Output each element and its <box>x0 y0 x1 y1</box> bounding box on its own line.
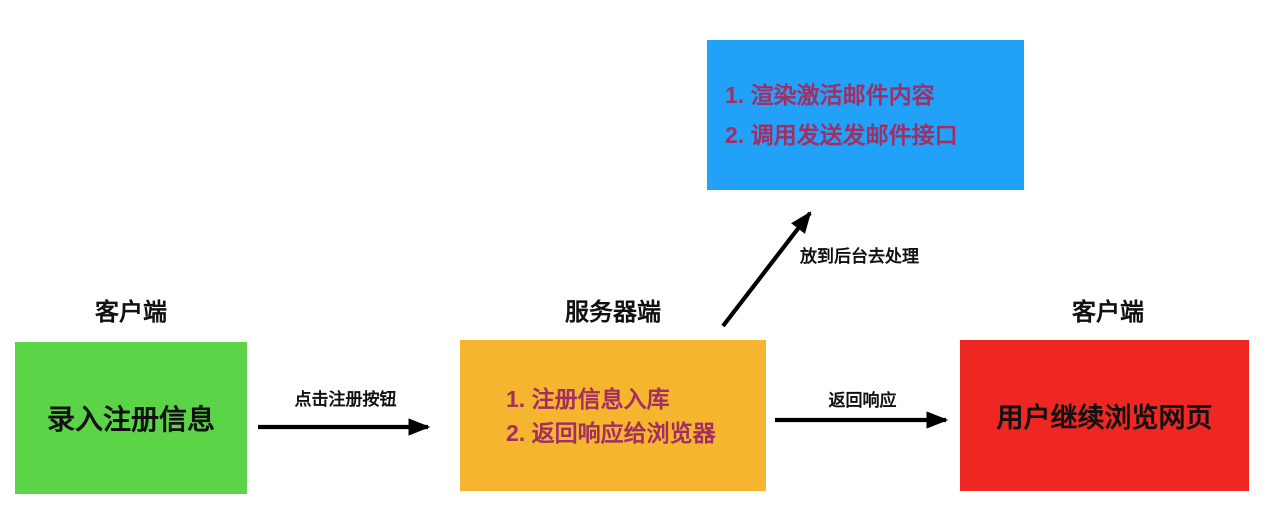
arrow-label-return-response: 返回响应 <box>828 391 897 410</box>
background-task-box: 1. 渲染激活邮件内容 2. 调用发送发邮件接口 <box>707 40 1024 190</box>
client-input-box: 录入注册信息 <box>15 342 247 494</box>
client-input-text: 录入注册信息 <box>46 404 215 435</box>
arrow-label-background-processing: 放到后台去处理 <box>800 247 919 266</box>
arrow-server-to-background <box>721 211 812 328</box>
client-result-box: 用户继续浏览网页 <box>960 340 1249 491</box>
client-result-text: 用户继续浏览网页 <box>996 403 1213 433</box>
column-label-client-left: 客户端 <box>95 299 167 326</box>
column-label-client-right: 客户端 <box>1072 299 1144 326</box>
server-box: 1. 注册信息入库 2. 返回响应给浏览器 <box>460 340 766 491</box>
background-task-step-2: 2. 调用发送发邮件接口 <box>725 122 958 148</box>
arrow-label-click-register: 点击注册按钮 <box>294 390 397 409</box>
server-step-1: 1. 注册信息入库 <box>506 385 670 412</box>
column-label-server: 服务器端 <box>565 299 661 326</box>
background-task-step-1: 1. 渲染激活邮件内容 <box>725 82 935 108</box>
server-step-2: 2. 返回响应给浏览器 <box>506 419 716 446</box>
